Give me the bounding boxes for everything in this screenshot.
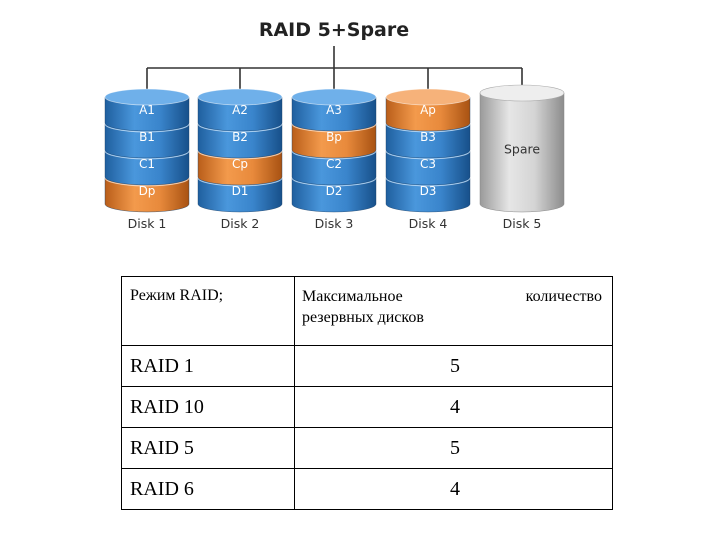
block-body [197, 150, 283, 186]
block-body [291, 96, 377, 132]
table-row: RAID 10 4 [121, 386, 613, 428]
block-label: C1 [139, 157, 155, 171]
connector-lines [146, 46, 523, 92]
spare-cap [479, 84, 565, 102]
block-label: B2 [232, 130, 248, 144]
block-body [385, 150, 471, 186]
header-max-spares-line2: резервных дисков [302, 309, 424, 326]
block-label: B3 [420, 130, 436, 144]
block-cap [291, 88, 377, 106]
block-label: D3 [420, 184, 437, 198]
raid-mode-cell: RAID 6 [121, 468, 295, 510]
table-row: RAID 1 5 [121, 345, 613, 387]
spare-label: Spare [504, 142, 540, 157]
disk-label: Disk 3 [315, 216, 354, 231]
table-row: RAID 5 5 [121, 427, 613, 469]
block-a3: A3 [291, 88, 377, 132]
disk-label: Disk 5 [503, 216, 542, 231]
max-spares-cell: 4 [294, 386, 613, 428]
block-label: D1 [232, 184, 249, 198]
block-body [104, 177, 190, 213]
header-max-spares-line1: Максимальное количество [302, 286, 602, 307]
disk-label: Disk 1 [128, 216, 167, 231]
block-label: Dp [139, 184, 156, 198]
block-label: B1 [139, 130, 155, 144]
block-label: A3 [326, 103, 342, 117]
disk-label: Disk 4 [409, 216, 448, 231]
diagram-title: RAID 5+Spare [259, 19, 409, 41]
header-word-max: Максимальное [302, 288, 403, 305]
disk-label: Disk 2 [221, 216, 260, 231]
block-body [104, 150, 190, 186]
block-cap [197, 88, 283, 106]
block-label: Ap [420, 103, 436, 117]
block-label: C3 [420, 157, 436, 171]
block-cap [385, 88, 471, 106]
block-body [291, 177, 377, 213]
raid-mode-cell: RAID 1 [121, 345, 295, 387]
block-label: D2 [326, 184, 343, 198]
block-label: Cp [232, 157, 248, 171]
table-row: RAID 6 4 [121, 468, 613, 510]
table-header-row: Режим RAID; Максимальное количество резе… [121, 276, 613, 346]
raid-spares-table: Режим RAID; Максимальное количество резе… [121, 276, 613, 510]
block-body [291, 123, 377, 159]
max-spares-cell: 5 [294, 427, 613, 469]
block-body [104, 123, 190, 159]
block-label: C2 [326, 157, 342, 171]
raid-mode-cell: RAID 5 [121, 427, 295, 469]
max-spares-cell: 4 [294, 468, 613, 510]
header-raid-mode: Режим RAID; [121, 276, 295, 346]
block-a2: A2 [197, 88, 283, 132]
header-word-count: количество [525, 288, 602, 305]
header-max-spares: Максимальное количество резервных дисков [294, 276, 613, 346]
block-body [385, 177, 471, 213]
block-body [385, 123, 471, 159]
block-cap [104, 88, 190, 106]
block-body [197, 177, 283, 213]
block-label: A2 [232, 103, 248, 117]
spare-body [479, 92, 565, 213]
block-body [385, 96, 471, 132]
block-label: A1 [139, 103, 155, 117]
block-a1: A1 [104, 88, 190, 132]
block-body [197, 123, 283, 159]
block-body [291, 150, 377, 186]
block-body [104, 96, 190, 132]
block-ap: Ap [385, 88, 471, 132]
block-label: Bp [326, 130, 342, 144]
raid-mode-cell: RAID 10 [121, 386, 295, 428]
block-body [197, 96, 283, 132]
max-spares-cell: 5 [294, 345, 613, 387]
